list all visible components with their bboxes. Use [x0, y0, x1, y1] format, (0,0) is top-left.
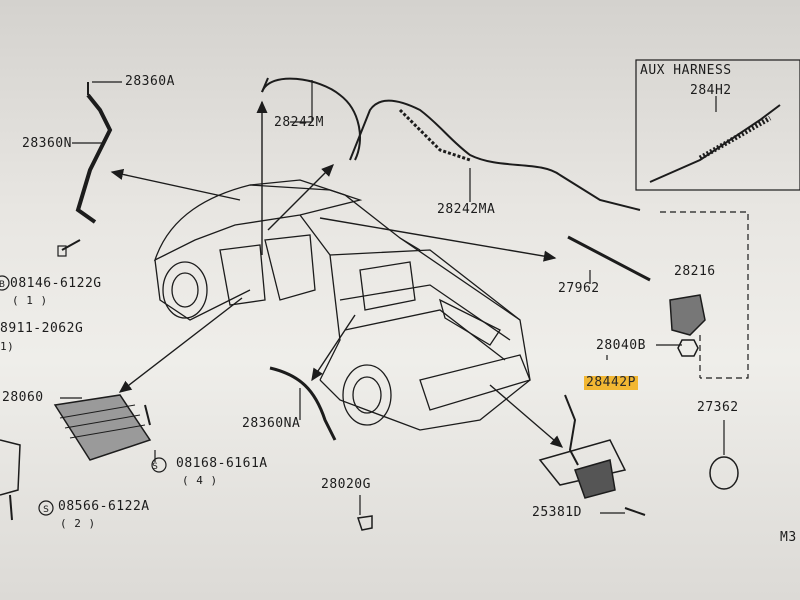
aux-harness-title: AUX HARNESS	[640, 63, 732, 78]
diagram-arrows	[110, 100, 564, 448]
svg-text:B: B	[0, 280, 5, 290]
aux-harness-wire	[649, 104, 781, 183]
label-08911-qty: 1)	[0, 340, 15, 353]
aux-harness-box	[635, 59, 800, 191]
label-28216: 28216	[674, 264, 716, 279]
label-28360a: 28360A	[125, 74, 175, 89]
label-08566-qty: ( 2 )	[60, 517, 96, 530]
label-08168: 08168-6161A	[176, 456, 268, 471]
svg-text:S: S	[152, 462, 158, 472]
label-27962: 27962	[558, 281, 600, 296]
aux-harness-part: 284H2	[690, 83, 732, 98]
label-08146-qty: ( 1 )	[12, 294, 48, 307]
ecu-module	[53, 394, 152, 461]
label-08146: 08146-6122G	[10, 276, 102, 291]
label-28060: 28060	[2, 390, 44, 405]
label-28360na: 28360NA	[242, 416, 301, 431]
label-28020g: 28020G	[321, 477, 371, 492]
label-28360n: 28360N	[22, 136, 72, 151]
label-27362: 27362	[697, 400, 739, 415]
label-08168-qty: ( 4 )	[182, 474, 218, 487]
svg-text:S: S	[43, 505, 49, 515]
label-28442p-highlighted: 28442P	[584, 375, 638, 390]
label-25381d: 25381D	[532, 505, 582, 520]
figure-code: M3	[780, 530, 797, 545]
label-08566: 08566-6122A	[58, 499, 150, 514]
label-28242ma: 28242MA	[437, 202, 496, 217]
label-28040b: 28040B	[596, 338, 646, 353]
label-08911: 8911-2062G	[0, 321, 84, 336]
label-28242m: 28242M	[274, 115, 324, 130]
truck-drawing	[153, 179, 531, 431]
